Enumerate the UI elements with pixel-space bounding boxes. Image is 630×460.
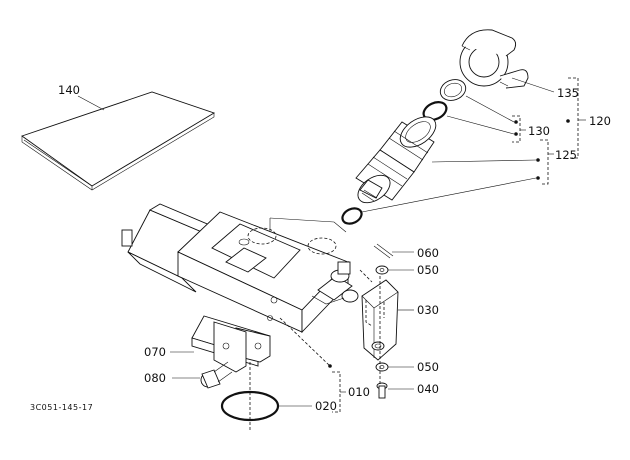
bracket-plate-icon: [361, 279, 399, 361]
figure-code: 3C051-145-17: [30, 403, 94, 412]
group-bracket-125: [536, 139, 554, 185]
callout-040: 040: [417, 382, 439, 396]
leader-o-ring-middle: [446, 115, 515, 135]
manual-booklet-icon: [21, 91, 216, 191]
o-ring-middle-icon: [422, 101, 448, 121]
group-bracket-010: [332, 371, 346, 413]
callout-050a: 050: [417, 263, 439, 277]
group-bracket-130: [512, 115, 526, 143]
spring-pin-icon: [373, 243, 394, 259]
callout-125: 125: [555, 148, 577, 162]
leader-135: [511, 77, 555, 93]
group-bracket-120: [566, 77, 586, 159]
callout-070: 070: [144, 345, 166, 359]
callout-060: 060: [417, 246, 439, 260]
callout-130: 130: [528, 124, 550, 138]
callout-135: 135: [557, 86, 579, 100]
callout-050b: 050: [417, 360, 439, 374]
large-o-ring-icon: [220, 390, 280, 422]
valve-block-icon: [121, 203, 373, 334]
leader-body-dot: [328, 364, 332, 368]
filter-cartridge-icon: [355, 116, 437, 204]
callout-140: 140: [58, 83, 80, 97]
washer-lower-icon: [375, 362, 389, 372]
o-ring-upper-icon: [439, 79, 467, 101]
callout-030: 030: [417, 303, 439, 317]
leader-140: [77, 95, 105, 111]
callout-020: 020: [315, 399, 337, 413]
washer-upper-icon: [375, 265, 389, 275]
leader-filter: [431, 159, 537, 163]
leader-o-ring-upper: [465, 95, 515, 123]
leader-o-ring-lower: [361, 177, 537, 213]
o-ring-lower-icon: [341, 207, 363, 225]
clamp-bracket-icon: [459, 29, 529, 89]
leader-body: [279, 317, 331, 367]
callout-010: 010: [348, 385, 370, 399]
callout-120: 120: [589, 114, 611, 128]
bolt-icon: [200, 361, 233, 389]
bolt-small-icon: [376, 382, 388, 399]
callout-080: 080: [144, 371, 166, 385]
mounting-bracket-icon: [191, 315, 271, 373]
